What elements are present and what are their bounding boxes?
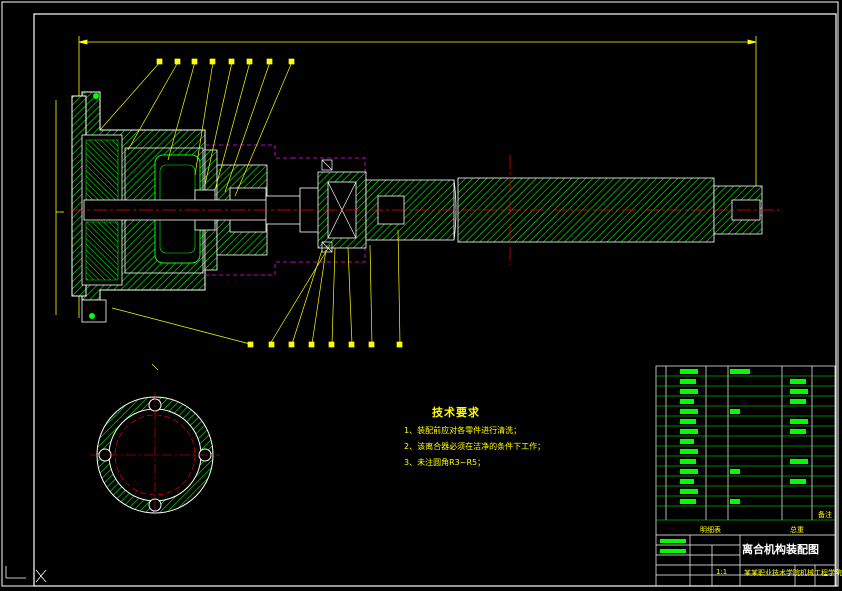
total-weight-label: 总重 <box>790 526 804 534</box>
title-block-cell-marks <box>660 369 808 553</box>
sheet-frame <box>33 13 837 587</box>
parts-list-label: 明细表 <box>700 526 721 534</box>
technical-requirements-heading: 技术要求 <box>432 406 480 419</box>
requirement-3: 3、未注圆角R3~R5； <box>404 458 486 467</box>
remark-label: 备注 <box>818 511 832 519</box>
flange-end-view <box>90 363 220 518</box>
title-block-rows <box>656 375 835 521</box>
title-block-lower <box>656 534 835 586</box>
requirement-2: 2、该离合器必须在洁净的条件下工作； <box>404 442 546 451</box>
callout-leaders-top <box>99 58 295 197</box>
scale-label: 1:1 <box>716 568 728 576</box>
requirement-1: 1、装配前应对各零件进行清洗； <box>404 426 522 435</box>
input-shaft <box>83 187 323 233</box>
height-dimension <box>55 100 64 315</box>
callout-leaders-bottom <box>111 229 403 348</box>
housing-assembly <box>71 91 206 323</box>
centerline <box>70 155 780 265</box>
bearing-block <box>317 159 367 253</box>
drawing-title: 离合机构装配图 <box>742 543 819 556</box>
school-label: 某某职业技术学院机械工程学院 <box>744 569 842 577</box>
ucs-icon <box>5 566 47 583</box>
technical-requirements: 技术要求 1、装配前应对各零件进行清洗； 2、该离合器必须在洁净的条件下工作； … <box>404 404 545 468</box>
hidden-outline <box>205 144 366 276</box>
